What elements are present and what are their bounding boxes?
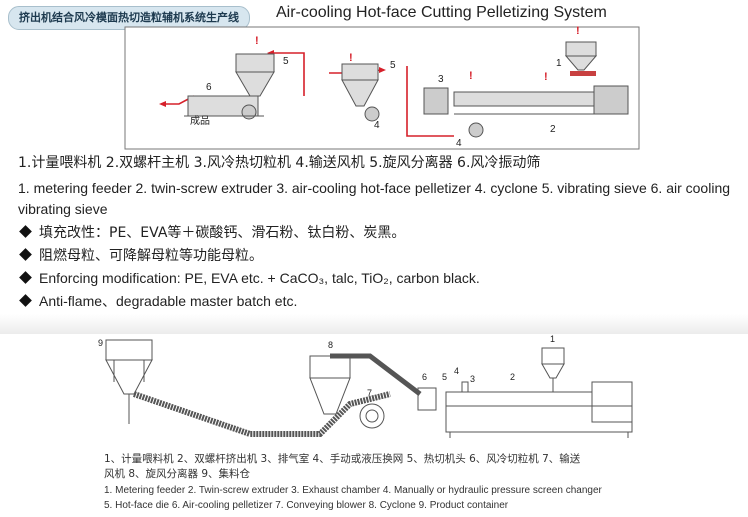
feature-text: Enforcing modification: PE, EVA etc. + C… <box>39 269 480 286</box>
feature-item: 阻燃母粒、可降解母粒等功能母粒。 <box>18 243 738 266</box>
diamond-bullet-icon <box>19 225 32 238</box>
svg-text:!: ! <box>544 71 548 83</box>
lower-legend-cn-2: 风机 8、旋风分离器 9、集料仓 <box>104 468 251 480</box>
svg-text:2: 2 <box>550 124 556 135</box>
svg-text:5: 5 <box>283 56 289 67</box>
svg-text:4: 4 <box>456 138 462 149</box>
svg-text:2: 2 <box>510 372 515 382</box>
svg-text:3: 3 <box>470 374 475 384</box>
extrusion-line-diagram: 9 8 7 6 5 4 3 2 1 <box>98 334 633 438</box>
product-label: 成品 <box>190 115 210 127</box>
section-divider <box>0 314 748 334</box>
svg-text:3: 3 <box>438 74 444 85</box>
feature-text: Anti-flame、degradable master batch etc. <box>39 292 298 309</box>
svg-text:5: 5 <box>390 60 396 71</box>
legend-chinese: 1.计量喂料机 2.双螺杆主机 3.风冷热切粒机 4.输送风机 5.旋风分离器 … <box>18 155 541 171</box>
svg-text:1: 1 <box>550 334 555 344</box>
feature-item: 填充改性：PE、EVA等＋碳酸钙、滑石粉、钛白粉、炭黑。 <box>18 220 738 243</box>
svg-text:5: 5 <box>442 372 447 382</box>
svg-text:6: 6 <box>422 372 427 382</box>
diamond-bullet-icon <box>19 248 32 261</box>
svg-text:!: ! <box>349 52 353 64</box>
section-tag: 挤出机结合风冷模面热切造粒辅机系统生产线 <box>8 6 250 30</box>
svg-text:6: 6 <box>206 82 212 93</box>
feature-item: Anti-flame、degradable master batch etc. <box>18 289 738 312</box>
diamond-bullet-icon <box>19 271 32 284</box>
legend-english: 1. metering feeder 2. twin-screw extrude… <box>18 180 731 217</box>
page-title: Air-cooling Hot-face Cutting Pelletizing… <box>276 4 607 21</box>
lower-legend-en-2: 5. Hot-face die 6. Air-cooling pelletize… <box>104 500 509 511</box>
feature-list: 填充改性：PE、EVA等＋碳酸钙、滑石粉、钛白粉、炭黑。 阻燃母粒、可降解母粒等… <box>18 220 738 312</box>
feature-text: 填充改性：PE、EVA等＋碳酸钙、滑石粉、钛白粉、炭黑。 <box>39 224 406 241</box>
svg-text:!: ! <box>255 35 259 47</box>
svg-text:1: 1 <box>556 58 562 69</box>
pelletizing-system-diagram: ! ! ! ! ! 5 5 6 4 4 2 3 1 成品 <box>124 26 640 150</box>
lower-legend-cn-1: 1、计量喂料机 2、双螺杆挤出机 3、排气室 4、手动或液压换网 5、热切机头 … <box>104 453 581 465</box>
svg-text:4: 4 <box>374 120 380 131</box>
feature-text: 阻燃母粒、可降解母粒等功能母粒。 <box>39 247 263 264</box>
diamond-bullet-icon <box>19 294 32 307</box>
svg-text:!: ! <box>576 26 580 37</box>
svg-text:!: ! <box>469 70 473 82</box>
svg-text:8: 8 <box>328 340 333 350</box>
svg-text:9: 9 <box>98 338 103 348</box>
lower-legend-en-1: 1. Metering feeder 2. Twin-screw extrude… <box>104 485 602 496</box>
svg-text:7: 7 <box>367 388 372 398</box>
feature-item: Enforcing modification: PE, EVA etc. + C… <box>18 266 738 289</box>
svg-text:4: 4 <box>454 366 459 376</box>
